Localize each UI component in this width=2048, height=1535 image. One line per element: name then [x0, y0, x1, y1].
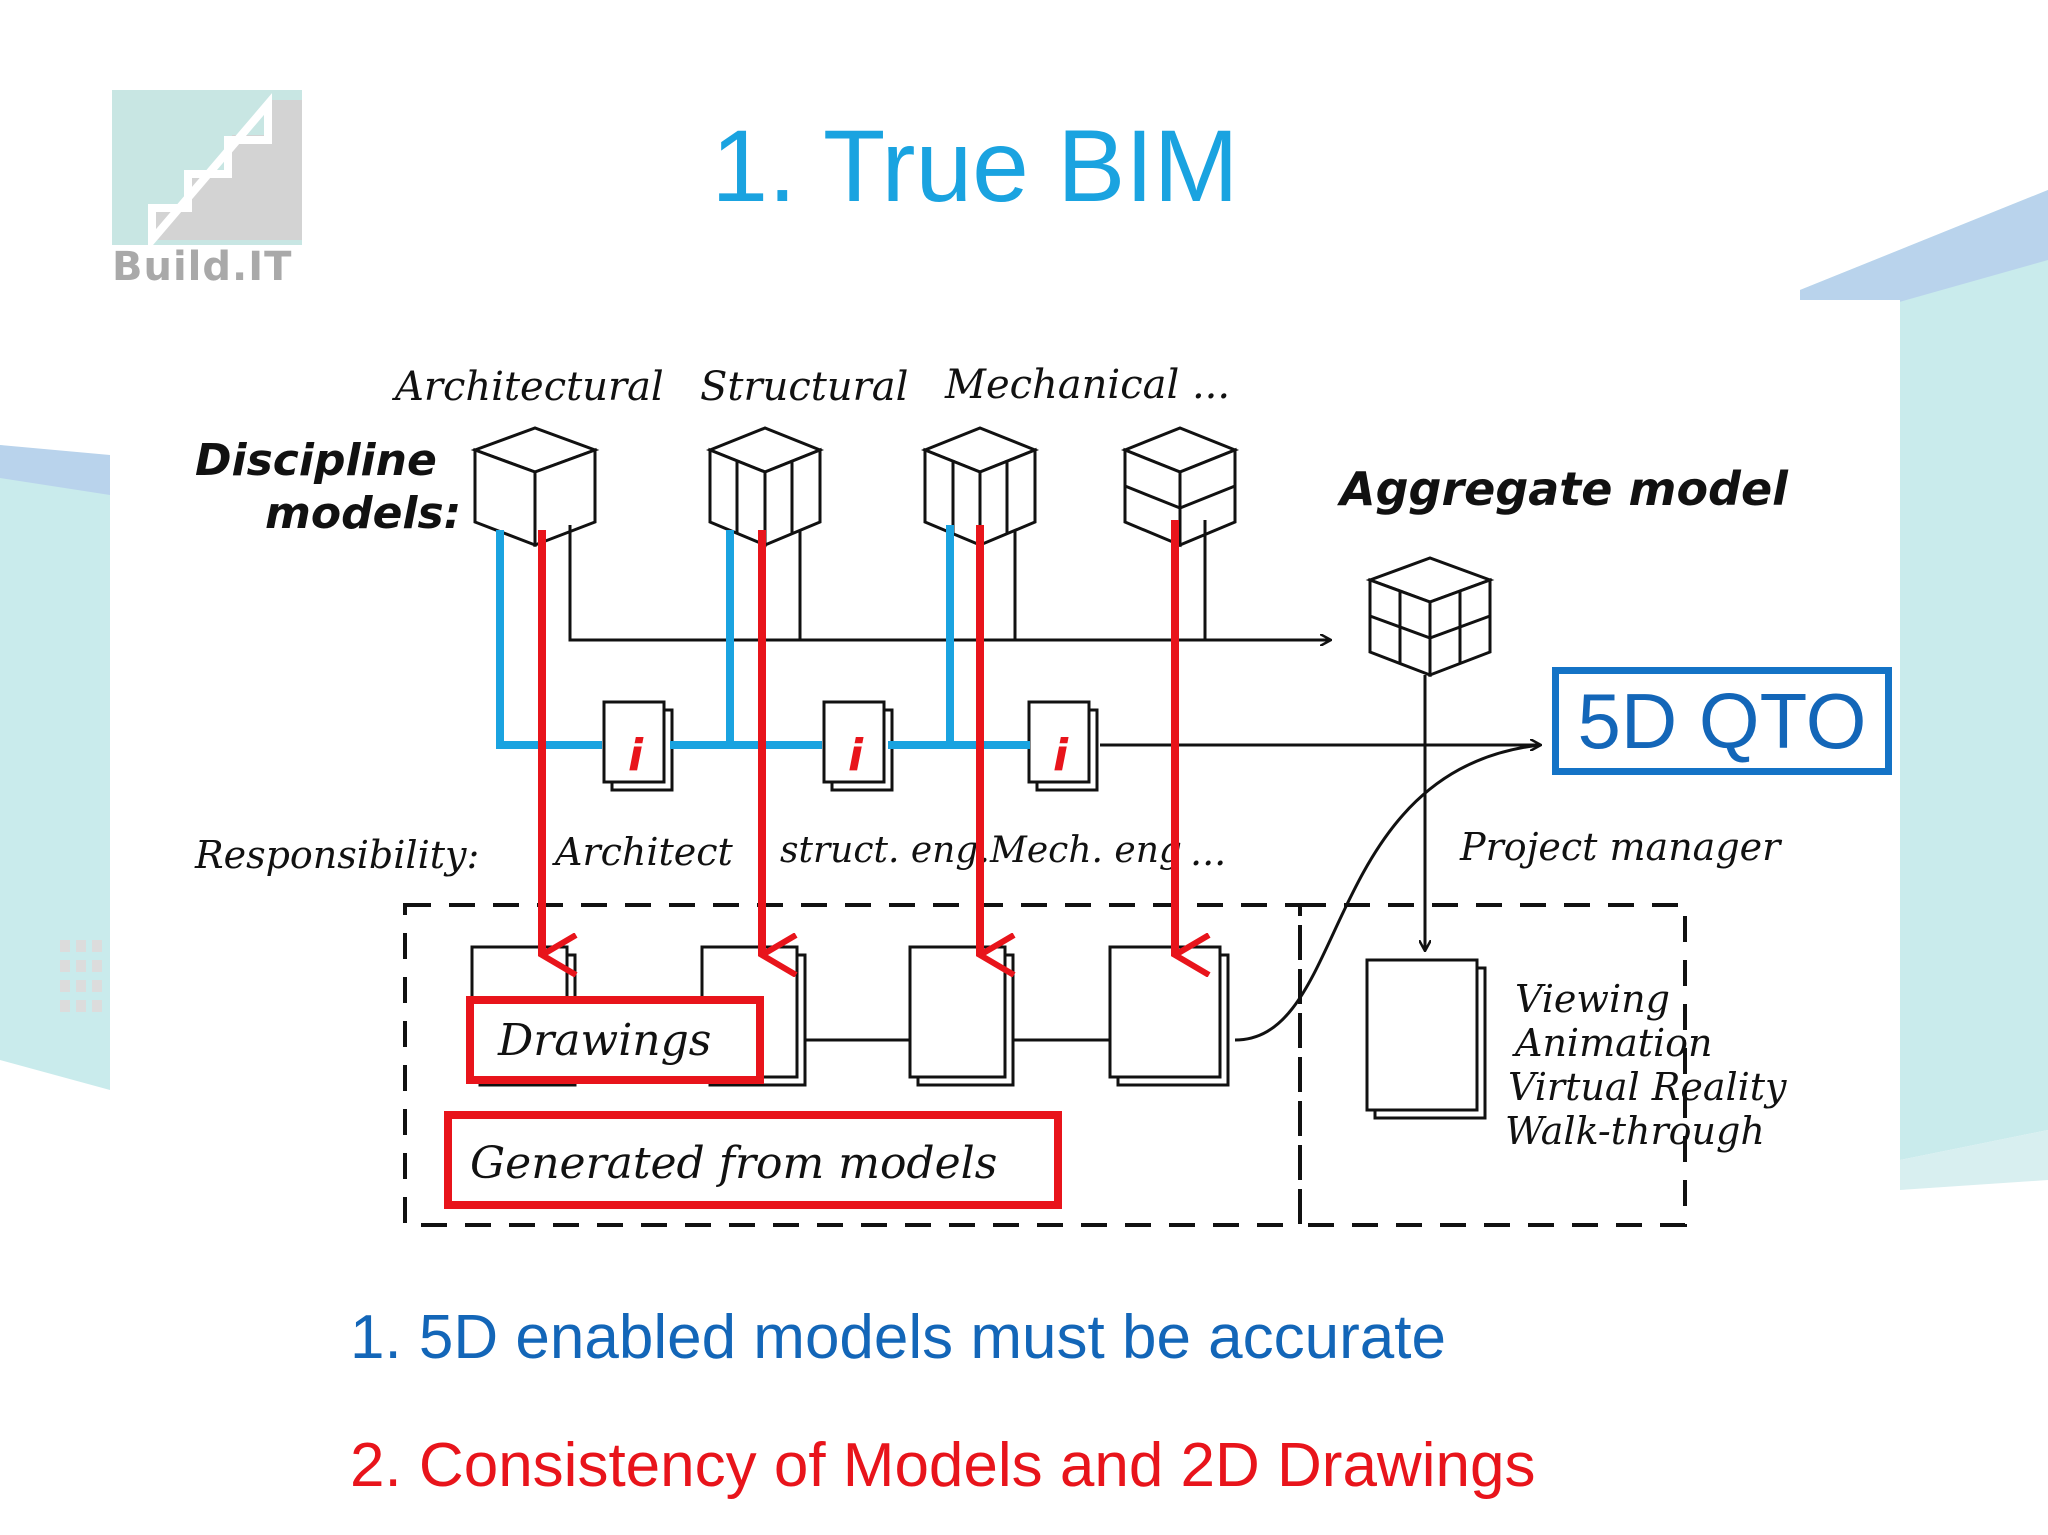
build-it-logo-icon [112, 90, 302, 251]
logo-text: Build.IT [112, 244, 293, 290]
use-viewing: Viewing [1515, 977, 1670, 1021]
info-marker-2: i [848, 730, 864, 781]
discipline-structural: Structural [700, 364, 908, 410]
role-mech-eng: Mech. eng [989, 830, 1182, 871]
drawing-frames [403, 903, 1687, 1227]
role-architect: Architect [552, 830, 734, 874]
cube-mechanical [920, 426, 1040, 548]
cube-structural [705, 426, 825, 548]
discipline-cubes [470, 426, 1495, 678]
bim-workflow-diagram: Architectural Structural Mechanical ... … [150, 300, 1900, 1275]
info-marker-3: i [1053, 730, 1069, 781]
info-marker-1: i [628, 730, 644, 781]
use-animation: Animation [1512, 1021, 1713, 1065]
cube-architectural [470, 426, 600, 548]
drawings-highlight-box [466, 996, 764, 1084]
discipline-mechanical: Mechanical ... [944, 362, 1230, 408]
cube-aggregate [1365, 556, 1495, 678]
blue-connectors [496, 525, 1030, 749]
responsibility-label: Responsibility: [194, 833, 479, 877]
use-walk-through: Walk-through [1505, 1109, 1765, 1153]
role-struct-eng: struct. eng. [780, 830, 990, 871]
discipline-models-label-line1: Discipline [195, 435, 437, 486]
bullet-accurate-models: 1. 5D enabled models must be accurate [350, 1303, 1446, 1372]
discipline-architectural: Architectural [391, 364, 664, 410]
use-virtual-reality: Virtual Reality [1508, 1065, 1787, 1109]
generated-from-models-label: Generated from models [470, 1138, 997, 1189]
slide-title: 1. True BIM [711, 109, 1239, 223]
generated-highlight-box [444, 1111, 1062, 1209]
role-more: ... [1190, 830, 1226, 874]
aggregate-model-label: Aggregate model [1337, 462, 1789, 516]
red-arrows [538, 520, 1175, 955]
building-window-grid [60, 940, 102, 1012]
bullet-consistency: 2. Consistency of Models and 2D Drawings [350, 1431, 1536, 1500]
drawings-label: Drawings [497, 1015, 711, 1066]
role-project-manager: Project manager [1459, 825, 1783, 869]
discipline-models-label-line2: models: [265, 488, 461, 539]
model-flow-lines [568, 520, 1540, 1042]
cube-other [1120, 426, 1240, 548]
qto-label: 5D QTO [1577, 676, 1867, 765]
qto-box: 5D QTO [1552, 667, 1892, 775]
